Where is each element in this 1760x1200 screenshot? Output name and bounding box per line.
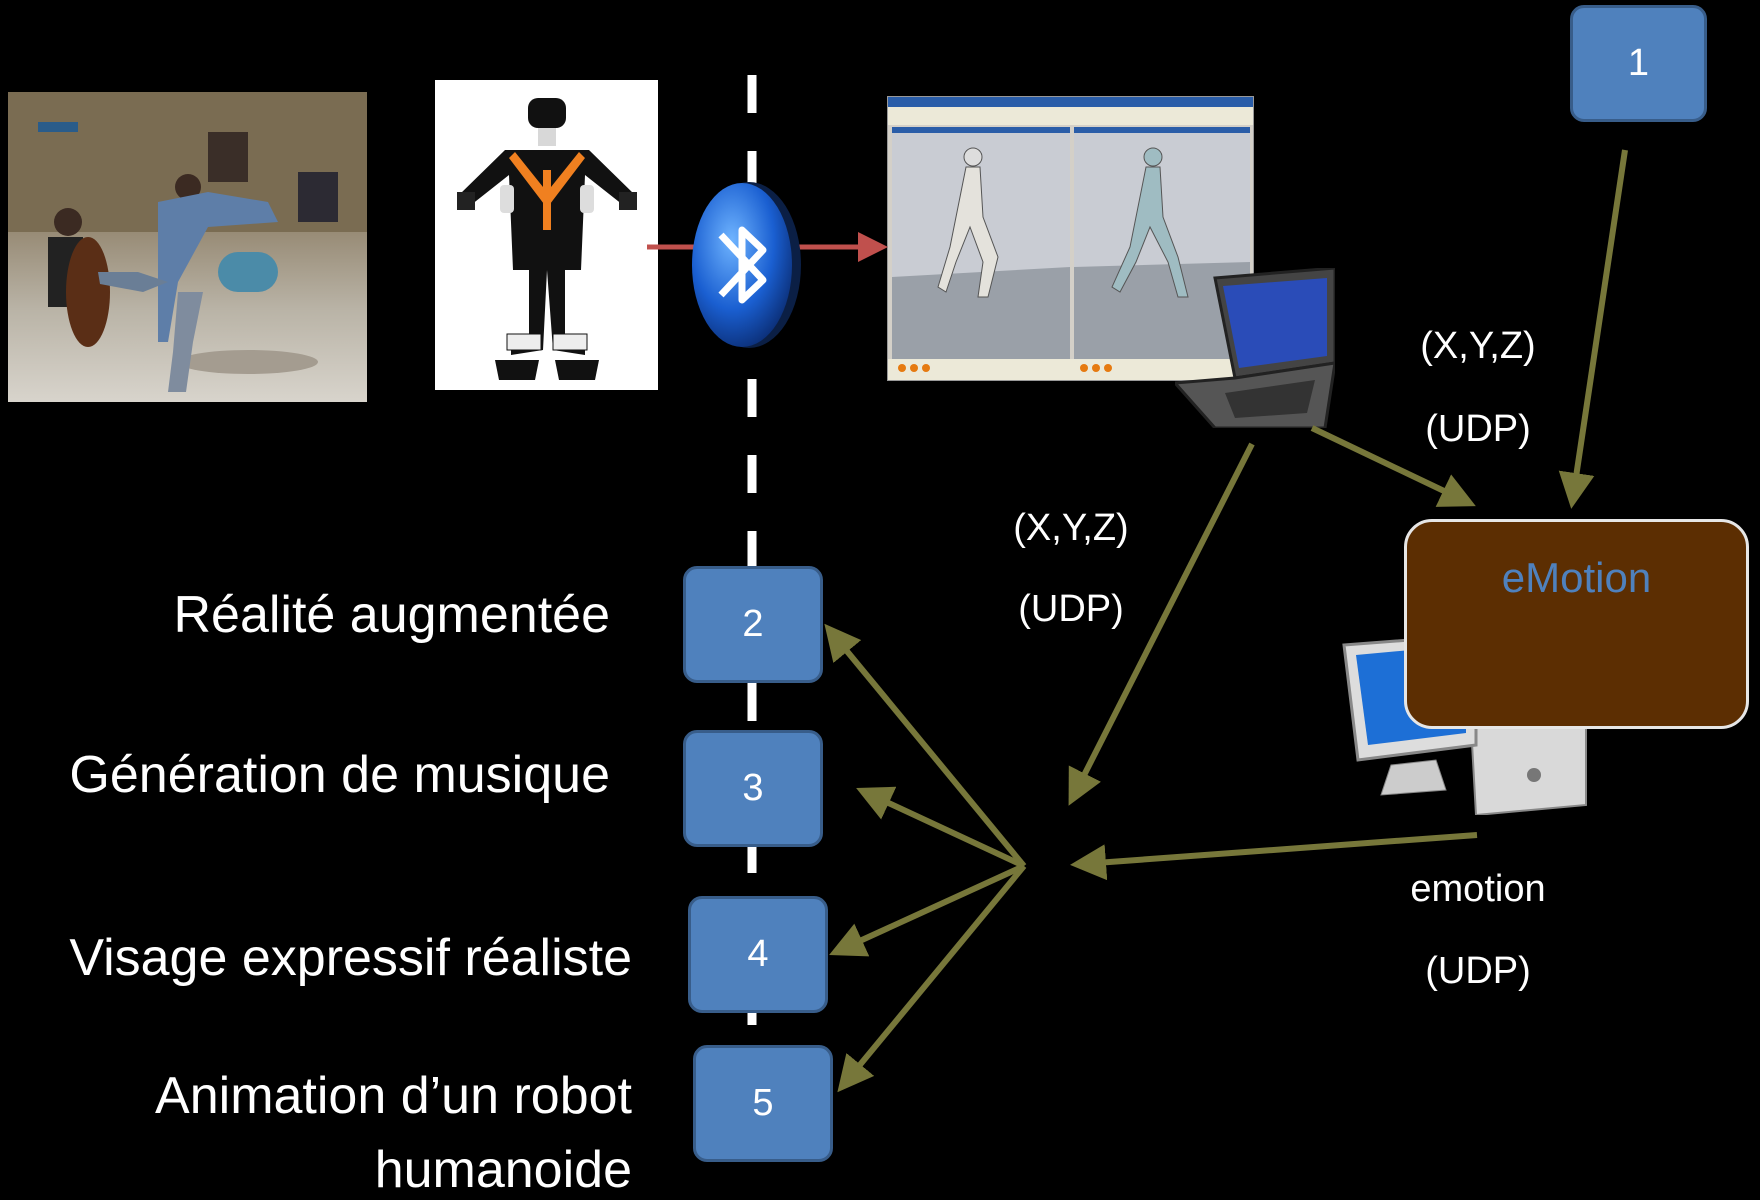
bluetooth-art	[692, 182, 801, 348]
label-robot-line1: Animation d’un robot	[155, 1067, 632, 1125]
label-augmented-reality: Réalité augmentée	[173, 586, 610, 644]
motion-suit	[435, 80, 658, 390]
arrow-hub-to-2	[824, 623, 1027, 868]
dancer-photo-art	[8, 92, 367, 392]
label-xyz-mid: (X,Y,Z)	[1013, 507, 1129, 549]
arrow-hub-to-5	[837, 864, 1027, 1093]
box-5: 5	[693, 1045, 833, 1162]
label-expressive-face: Visage expressif réaliste	[69, 929, 632, 987]
arrow-laptop-to-emotion	[1310, 425, 1476, 507]
label-udp-emotion: (UDP)	[1425, 950, 1531, 992]
emotion-box-label: eMotion	[1501, 554, 1652, 601]
dancer-photo	[8, 92, 367, 402]
label-emotion-stream: emotion	[1410, 868, 1546, 910]
laptop-art	[1175, 268, 1335, 428]
laptop-icon	[1175, 268, 1335, 428]
label-xyz-right: (X,Y,Z)	[1420, 325, 1536, 367]
arrow-emotion-to-hub	[1070, 832, 1478, 881]
arrow-hub-to-4	[829, 863, 1026, 957]
bluetooth-icon	[687, 180, 803, 350]
arrow-1-to-emotion	[1558, 149, 1628, 509]
mocap-software-screenshot	[887, 96, 1254, 381]
arrow-laptop-to-hub	[1068, 442, 1255, 806]
label-udp-mid: (UDP)	[1018, 588, 1124, 630]
box-2: 2	[683, 566, 823, 683]
arrow-hub-to-3	[856, 786, 1026, 869]
label-udp-right: (UDP)	[1425, 408, 1531, 450]
label-robot-line2: humanoide	[374, 1141, 632, 1199]
emotion-box: eMotion	[1404, 519, 1749, 729]
mocap-software-art	[888, 97, 1253, 380]
label-music-generation: Génération de musique	[69, 746, 610, 804]
box-1: 1	[1570, 5, 1707, 122]
box-3: 3	[683, 730, 823, 847]
motion-suit-art	[457, 98, 637, 380]
box-4: 4	[688, 896, 828, 1013]
